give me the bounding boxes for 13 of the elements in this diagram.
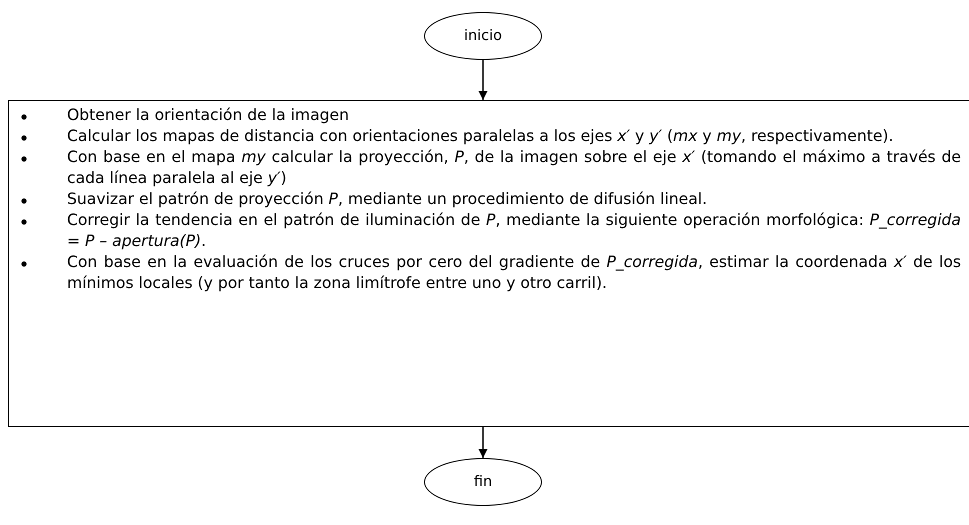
- step-text: Corregir la tendencia en el patrón de iluminación de P, mediante la siguiente operación morfológica: P_corregida = P – apertura(P).: [67, 211, 961, 250]
- terminal-ellipse: [424, 458, 542, 506]
- step-text: Con base en la evaluación de los cruces por cero del gradiente de P_corregida, estimar la coordenada x′ de los mínimos locales (y por tanto la zona limítrofe entre uno y otro carril).: [67, 253, 962, 292]
- arrow: [478, 427, 488, 458]
- step-text: Suavizar el patrón de proyección P, mediante un procedimiento de difusión lineal.: [67, 190, 708, 208]
- step-text: Obtener la orientación de la imagen: [67, 106, 350, 124]
- terminal-label: fin: [474, 474, 492, 490]
- arrow: [478, 60, 488, 100]
- step-text: Con base en el mapa my calcular la proyección, P, de la imagen sobre el eje x′ (tomando el máximo a través de cada línea paralela al eje y′): [67, 148, 962, 187]
- step-text: Calcular los mapas de distancia con orientaciones paralelas a los ejes x′ y y′ (mx y my, respectivamente).: [67, 127, 894, 145]
- terminal-label: inicio: [464, 28, 502, 44]
- terminal-ellipse: [424, 12, 542, 60]
- process-box: [8, 100, 969, 427]
